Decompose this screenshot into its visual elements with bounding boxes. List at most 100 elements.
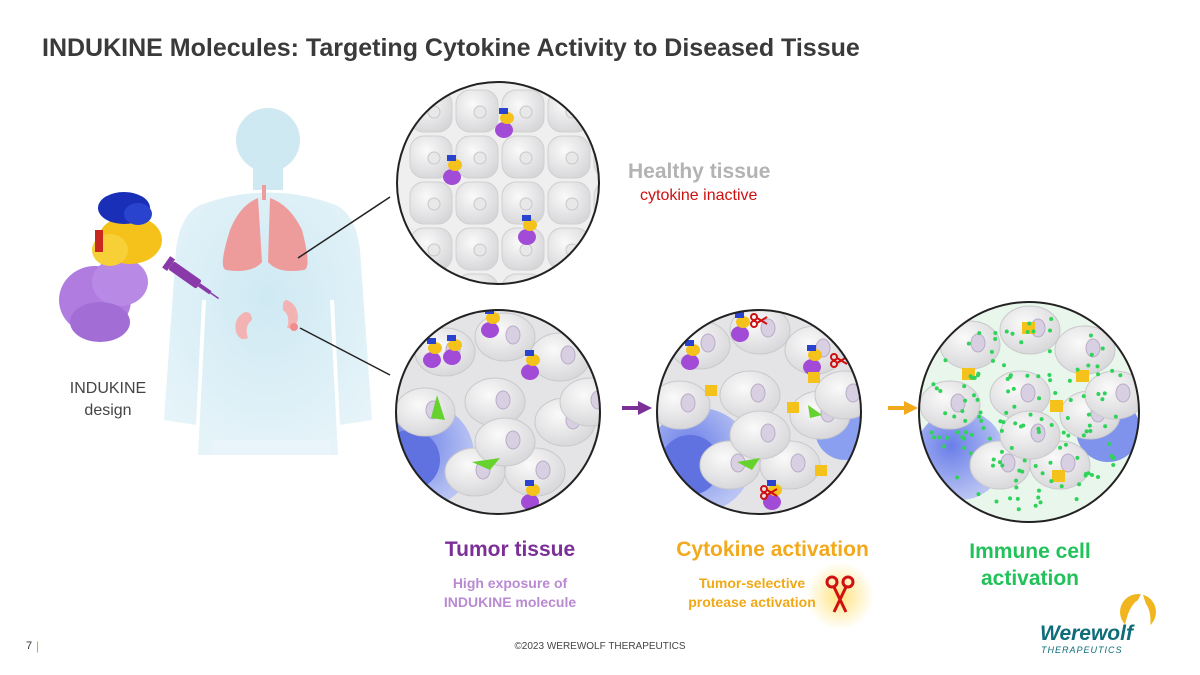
tumor-tissue-circle — [395, 309, 601, 515]
immune-signal-dot — [1004, 329, 1009, 334]
receptor-mark — [808, 405, 822, 418]
cell-nucleus — [970, 333, 986, 353]
molecule-mark — [486, 312, 500, 324]
immune-signal-dot — [955, 430, 960, 435]
molecule-mark — [427, 338, 436, 344]
molecule-mark — [443, 349, 461, 365]
cell-nucleus — [473, 197, 487, 211]
cell-nucleus — [427, 151, 441, 165]
immune-signal-dot — [968, 451, 973, 456]
immune-signal-dot — [989, 349, 994, 354]
cell-nucleus — [750, 383, 766, 403]
immune-signal-dot — [1066, 433, 1071, 438]
molecule-mark — [485, 310, 494, 314]
wolf-logo-icon — [1120, 592, 1156, 630]
immune-signal-dot — [1110, 368, 1115, 373]
cell-nucleus — [520, 290, 532, 302]
tissue-cell — [814, 370, 861, 420]
design-label-line2: design — [84, 402, 132, 419]
immune-title-line1: Immune cell — [969, 540, 1091, 563]
immune-signal-dot — [963, 418, 968, 423]
immune-signal-dot — [1031, 329, 1036, 334]
immune-signal-dot — [1068, 398, 1073, 403]
brand-logo-name: Werewolf — [1040, 622, 1133, 645]
immune-signal-dot — [1033, 503, 1038, 508]
cytokine-mark — [705, 385, 717, 396]
molecule-mark — [521, 494, 539, 510]
indukine-molecule — [59, 192, 162, 342]
immune-signal-dot — [1040, 471, 1045, 476]
molecule-mark — [803, 359, 821, 375]
molecule-mark — [495, 122, 513, 138]
healthy-tissue-circle — [396, 81, 624, 302]
cell-nucleus — [473, 243, 487, 257]
indukine-design-label: INDUKINE design — [52, 378, 164, 422]
cell-nucleus — [505, 325, 521, 345]
cell-nucleus — [495, 390, 511, 410]
immune-signal-dot — [1037, 396, 1042, 401]
tumor-subtitle-line2: INDUKINE molecule — [443, 594, 577, 610]
cytokine-mark — [1052, 470, 1065, 482]
immune-signal-dot — [1088, 428, 1093, 433]
immune-signal-dot — [1061, 430, 1066, 435]
immune-signal-dot — [952, 414, 957, 419]
immune-signal-dot — [993, 331, 998, 336]
molecule-mark — [428, 342, 442, 354]
protease-glow — [806, 562, 874, 630]
immune-signal-dot — [961, 436, 966, 441]
cell-nucleus — [680, 393, 696, 413]
immune-signal-dot — [1018, 424, 1023, 429]
tissue-cell — [593, 273, 599, 284]
tissue-cell — [729, 410, 791, 460]
tissue-cell — [559, 377, 600, 427]
immune-signal-dot — [1067, 378, 1072, 383]
immune-signal-dot — [1005, 377, 1010, 382]
immune-signal-dot — [1084, 429, 1089, 434]
protease-scissors-mark — [766, 488, 778, 496]
immune-signal-dot — [1011, 386, 1016, 391]
cell-nucleus — [474, 290, 486, 302]
immune-signal-dot — [1017, 468, 1022, 473]
cell-nucleus — [505, 430, 521, 450]
cytokine-activation-subtitle: Tumor-selective protease activation — [672, 574, 832, 612]
cytokine-activation-circle — [656, 309, 862, 515]
immune-signal-dot — [1048, 460, 1053, 465]
molecule-mark — [518, 229, 536, 245]
cell-nucleus — [1020, 383, 1036, 403]
tissue-cell — [657, 380, 711, 430]
immune-signal-dot — [1049, 423, 1054, 428]
immune-signal-dot — [1111, 463, 1116, 468]
immune-signal-dot — [1036, 374, 1041, 379]
immune-signal-dot — [1013, 421, 1018, 426]
immune-signal-dot — [934, 386, 939, 391]
immune-signal-dot — [999, 428, 1004, 433]
immune-signal-dot — [1008, 496, 1013, 501]
immune-signal-dot — [969, 432, 974, 437]
molecule-mark — [525, 350, 534, 356]
immune-signal-dot — [1025, 373, 1030, 378]
immune-signal-dot — [963, 398, 968, 403]
immune-signal-dot — [1100, 346, 1105, 351]
immune-signal-dot — [1102, 391, 1107, 396]
immune-signal-dot — [1118, 373, 1123, 378]
immune-signal-dot — [938, 388, 943, 393]
immune-signal-dot — [963, 430, 968, 435]
immune-signal-dot — [1036, 495, 1041, 500]
page-number: 7 — [26, 640, 33, 652]
immune-signal-dot — [1027, 321, 1032, 326]
cell-nucleus — [612, 244, 624, 256]
immune-signal-dot — [1049, 479, 1054, 484]
tissue-cell — [501, 273, 545, 284]
immune-signal-dot — [1075, 455, 1080, 460]
cell-nucleus — [519, 105, 533, 119]
immune-signal-dot — [997, 460, 1002, 465]
immune-signal-dot — [1049, 316, 1054, 321]
immune-signal-dot — [960, 409, 965, 414]
immune-signal-dot — [1074, 497, 1079, 502]
immune-signal-dot — [1033, 463, 1038, 468]
immune-activation-circle — [918, 301, 1140, 523]
cell-nucleus — [612, 152, 624, 164]
molecule-mark — [731, 326, 749, 342]
molecule-mark — [443, 169, 461, 185]
immune-signal-dot — [1038, 500, 1043, 505]
